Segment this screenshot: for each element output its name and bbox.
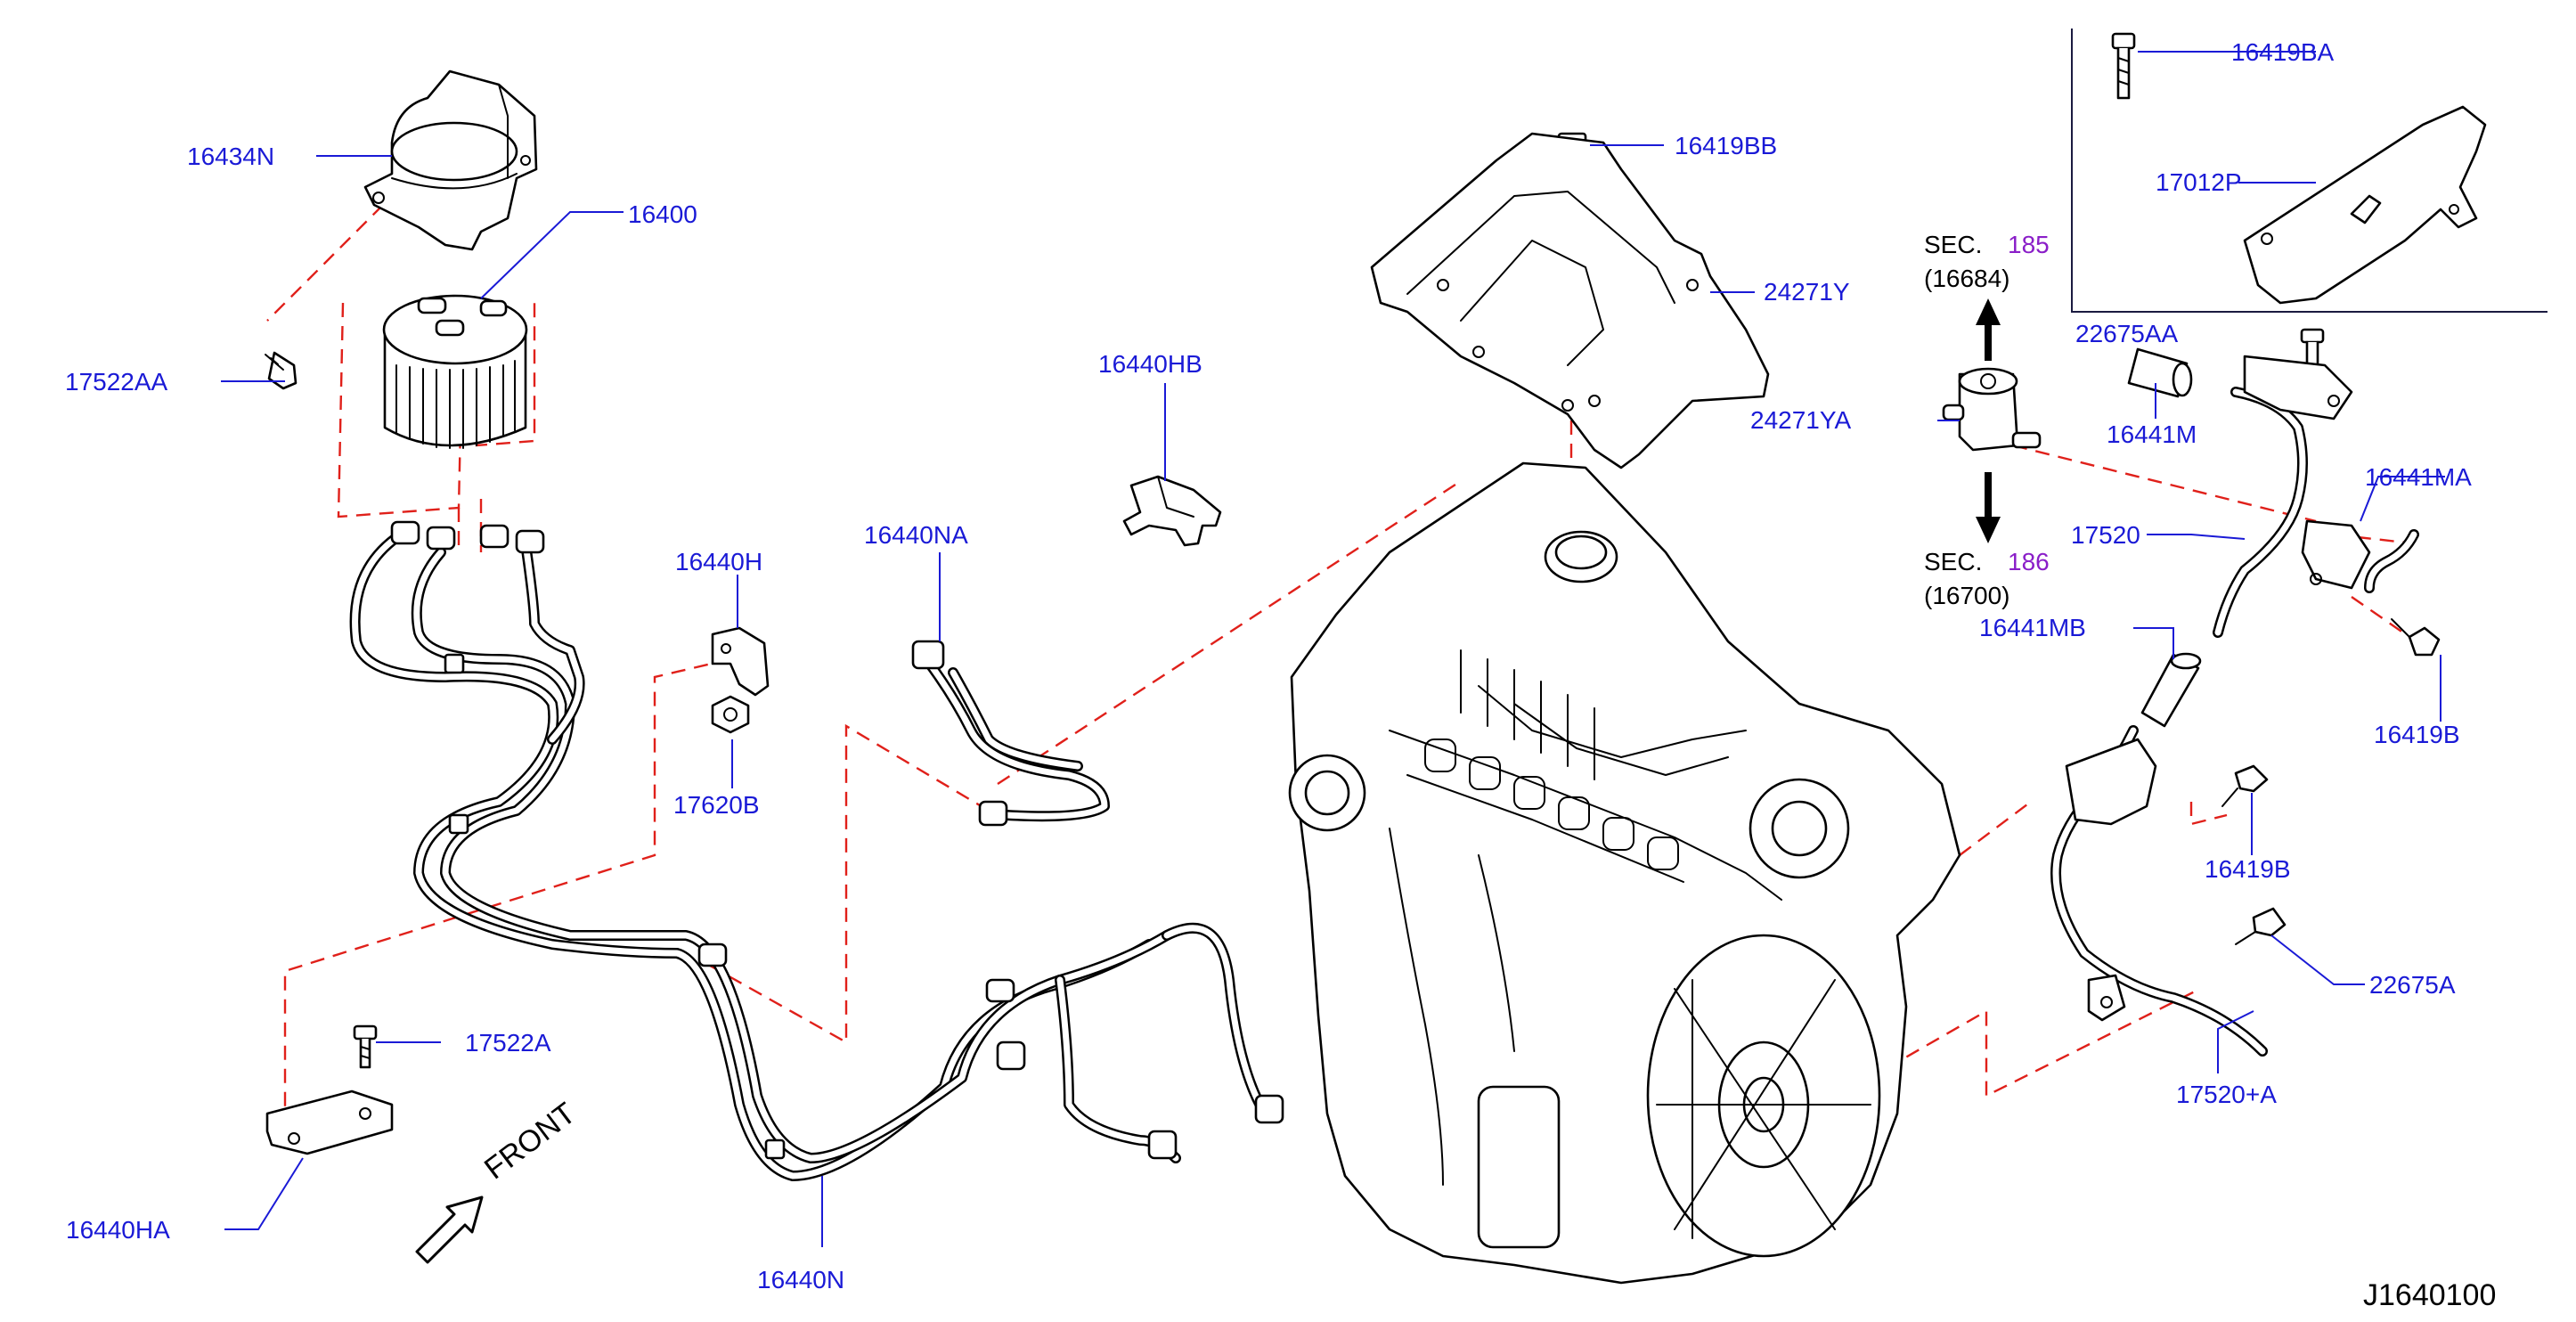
part-label-17012P: 17012P [2156, 168, 2242, 196]
pipe-17520 [2213, 355, 2371, 638]
section-prefix: SEC. [1924, 231, 1982, 258]
part-label-22675AA: 22675AA [2075, 320, 2179, 347]
part-label-16440H: 16440H [675, 548, 762, 575]
bolt-16419B-lower [2221, 764, 2269, 807]
part-label-16419BA: 16419BA [2231, 38, 2335, 66]
fuel-tubes-16440N [349, 520, 1284, 1181]
hose-16441MA [2364, 529, 2419, 593]
engine-block [1288, 461, 1961, 1285]
part-labels: 16434N 16400 17522AA 16440HB 16440NA 164… [65, 38, 2472, 1293]
part-label-16419B: 16419B [2374, 721, 2460, 748]
section-reference-186: SEC. 186 (16700) [1924, 548, 2050, 609]
bolt-22675A [2235, 907, 2287, 945]
bracket-16440HA [265, 1089, 394, 1155]
part-label-16441M: 16441M [2107, 420, 2197, 448]
hose-16441M [2127, 347, 2193, 398]
bracket-17012P [2243, 105, 2487, 305]
part-label-22675A: 22675A [2369, 971, 2456, 999]
part-label-16434N: 16434N [187, 143, 274, 170]
front-label: FRONT [478, 1097, 582, 1187]
bolt-16419BA [2111, 32, 2136, 100]
part-label-16419BB: 16419BB [1675, 132, 1777, 159]
bolt-16419B-upper [2391, 618, 2441, 657]
bracket-16440HB [1122, 475, 1222, 547]
part-label-17522AA: 17522AA [65, 368, 168, 396]
section-reference-185: SEC. 185 (16684) [1924, 231, 2050, 292]
fuel-tube-16440NA [911, 640, 1110, 827]
part-label-16400: 16400 [628, 200, 697, 228]
front-direction-indicator: FRONT [415, 1097, 582, 1264]
part-label-16440NA: 16440NA [864, 521, 968, 549]
part-label-16441MB: 16441MB [1979, 614, 2086, 641]
part-label-17620B: 17620B [673, 791, 760, 819]
part-label-17522A: 17522A [465, 1029, 551, 1057]
part-label-24271Y: 24271Y [1764, 278, 1850, 306]
bolt-22675AA [2300, 328, 2325, 367]
section-number: 185 [2008, 231, 2050, 258]
section-number: 186 [2008, 548, 2050, 575]
bolt-17522AA [265, 351, 298, 390]
section-ref: (16684) [1924, 265, 2010, 292]
part-label-17520A: 17520+A [2176, 1081, 2277, 1108]
fuel-filter-16400 [382, 294, 528, 449]
engine-cover-24271Y [1370, 132, 1770, 469]
fuel-filter-bracket-16434N [363, 69, 538, 251]
part-label-24271YA: 24271YA [1750, 406, 1851, 434]
hose-16441MB [2140, 652, 2202, 728]
bolt-17522A [353, 1024, 378, 1069]
part-label-17520: 17520 [2071, 521, 2140, 549]
bracket-16440H [711, 626, 770, 697]
diagram-id: J1640100 [2363, 1278, 2496, 1312]
leader-lines [221, 51, 2445, 1247]
part-label-16440HB: 16440HB [1098, 350, 1202, 378]
valve-24271YA [1942, 298, 2042, 543]
section-prefix: SEC. [1924, 548, 1982, 575]
section-ref: (16700) [1924, 582, 2010, 609]
pipe-17520A [2050, 725, 2268, 1057]
part-label-16441MA: 16441MA [2365, 463, 2472, 491]
part-label-16440HA: 16440HA [66, 1216, 170, 1244]
part-label-16440N: 16440N [757, 1266, 844, 1293]
part-label-16419B: 16419B [2205, 855, 2291, 883]
nut-17620B [711, 695, 750, 734]
inset-frame [2071, 29, 2547, 313]
